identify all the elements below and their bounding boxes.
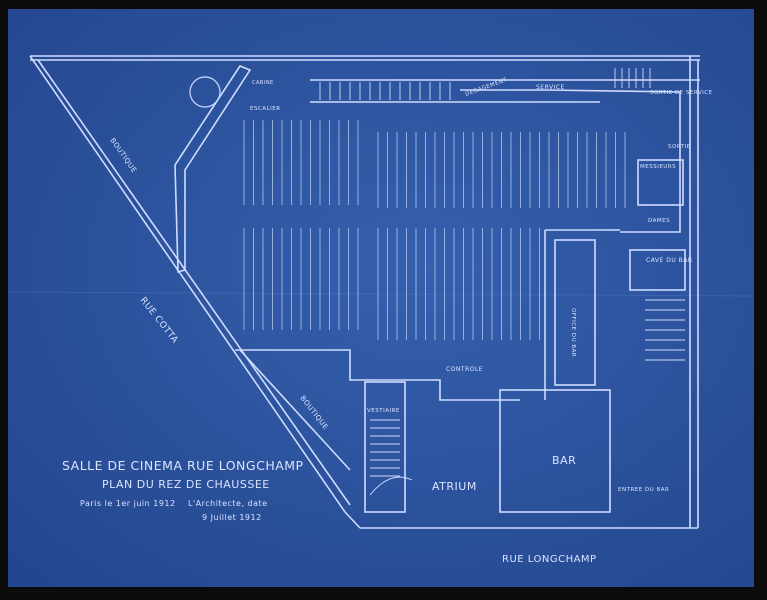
title-date: 9 Juillet 1912 xyxy=(202,513,262,522)
building-outline xyxy=(29,55,700,529)
room-messieurs: MESSIEURS xyxy=(640,164,676,170)
room-sortie-service: SORTIE DE SERVICE xyxy=(650,90,713,96)
title-line-2: PLAN DU REZ DE CHAUSSEE xyxy=(102,478,270,491)
room-controle: CONTROLE xyxy=(446,366,483,373)
paper-background xyxy=(8,9,754,587)
room-entree-bar: ENTREE DU BAR xyxy=(618,487,669,493)
room-sortie: SORTIE xyxy=(668,144,691,150)
title-line-1: SALLE DE CINEMA RUE LONGCHAMP xyxy=(62,458,304,473)
seating-area xyxy=(243,120,626,340)
room-dames: DAMES xyxy=(648,218,670,224)
staircase-left xyxy=(369,419,413,496)
room-vestiaire: VESTIAIRE xyxy=(367,408,400,414)
room-atrium: ATRIUM xyxy=(432,480,477,493)
room-cave-bar: CAVE DU BAR xyxy=(646,257,693,264)
paper-fold xyxy=(7,291,755,297)
street-longchamp: RUE LONGCHAMP xyxy=(502,554,597,565)
room-service: SERVICE xyxy=(536,84,565,91)
title-signature-right: L'Architecte, date xyxy=(188,499,268,508)
room-escalier: ESCALIER xyxy=(250,106,281,112)
spiral-stair xyxy=(189,76,221,108)
staircase-right xyxy=(645,289,685,361)
room-bar: BAR xyxy=(552,454,576,467)
title-signature-left: Paris le 1er juin 1912 xyxy=(80,499,176,508)
room-office: OFFICE DU BAR xyxy=(570,308,576,357)
title-block: SALLE DE CINEMA RUE LONGCHAMP PLAN DU RE… xyxy=(62,458,304,522)
room-projection: CABINE xyxy=(252,80,274,86)
staircase-top xyxy=(319,68,651,100)
